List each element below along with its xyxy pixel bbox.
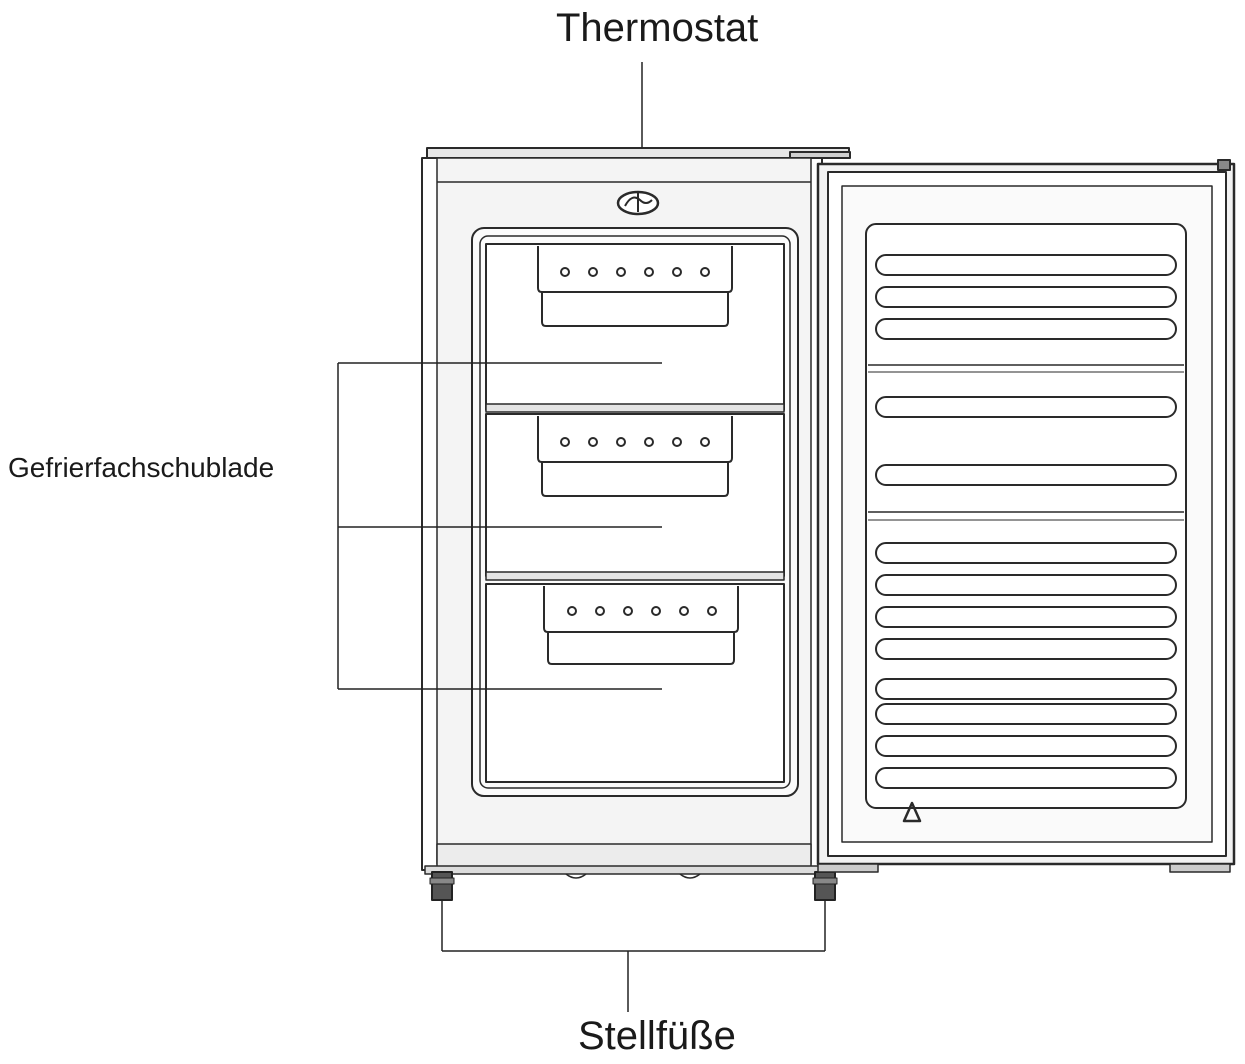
thermostat-label: Thermostat	[556, 6, 759, 50]
compartment-inner	[479, 235, 791, 789]
cabinet-base	[436, 843, 812, 869]
leader-lines	[337, 62, 826, 1012]
recycle-icon	[902, 801, 922, 823]
drawer-label: Gefrierfachschublade	[8, 452, 275, 483]
drawer-1	[485, 243, 785, 413]
door-ridges	[875, 254, 1177, 789]
drawer-3	[485, 583, 785, 783]
feet	[429, 871, 838, 901]
thermostat-knob	[616, 190, 660, 216]
drawer-2	[485, 413, 785, 581]
door	[816, 159, 1236, 873]
cabinet-top-panel	[426, 147, 850, 159]
cabinet-bottom	[424, 865, 831, 875]
foot-left	[431, 871, 453, 901]
foot-right	[814, 871, 836, 901]
door-liner	[865, 223, 1187, 809]
feet-label: Stellfüße	[578, 1014, 736, 1058]
